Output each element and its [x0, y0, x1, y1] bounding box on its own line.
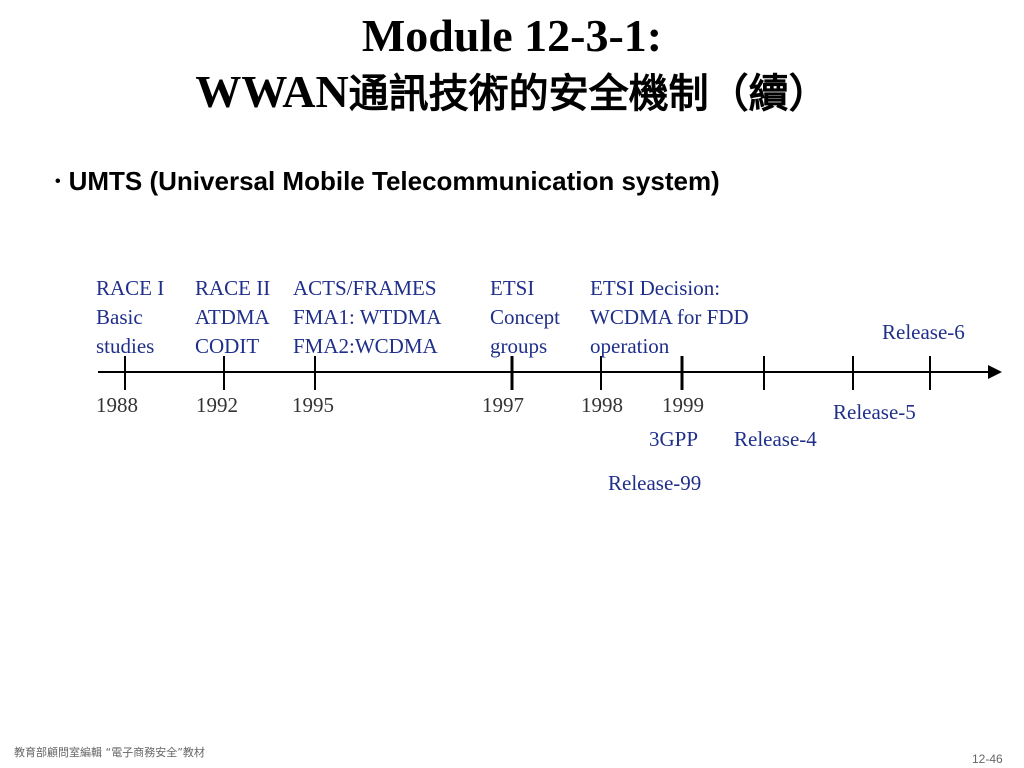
year-1995: 1995 — [292, 393, 334, 417]
bullet-item: • UMTS (Universal Mobile Telecommunicatio… — [55, 166, 720, 197]
milestone-acts-frames: ACTS/FRAMES FMA1: WTDMA FMA2:WCDMA — [293, 274, 441, 361]
milestone-race-2: RACE II ATDMA CODIT — [195, 274, 270, 361]
slide-title: Module 12-3-1: WWAN通訊技術的安全機制（續） — [0, 8, 1024, 122]
milestone-etsi-concept: ETSI Concept groups — [490, 274, 560, 361]
page-number: 12-46 — [972, 752, 1003, 766]
year-1988: 1988 — [96, 393, 138, 417]
release-6-label: Release-6 — [882, 320, 965, 344]
milestone-race-1: RACE I Basic studies — [96, 274, 164, 361]
milestone-line: FMA1: WTDMA — [293, 305, 442, 329]
milestone-line: studies — [96, 334, 155, 358]
milestone-line: ATDMA — [195, 305, 270, 329]
timeline-arrow-icon — [988, 365, 1002, 379]
release-5-label: Release-5 — [833, 400, 916, 424]
release-4-label: Release-4 — [734, 427, 817, 451]
year-1992: 1992 — [196, 393, 238, 417]
year-1998: 1998 — [581, 393, 623, 417]
milestone-line: Basic — [96, 305, 143, 329]
title-line-1: Module 12-3-1: — [361, 10, 663, 61]
bullet-text: UMTS (Universal Mobile Telecommunication… — [68, 166, 720, 196]
year-1997: 1997 — [482, 393, 524, 417]
footer-source: 教育部顧問室編輯 “電子商務安全”教材 — [14, 746, 205, 759]
milestone-line: CODIT — [195, 334, 260, 358]
milestone-line: operation — [590, 334, 670, 358]
release-99-label: Release-99 — [608, 471, 702, 495]
bullet-dot-icon: • — [55, 173, 61, 190]
milestone-line: FMA2:WCDMA — [293, 334, 438, 358]
title-latin: WWAN — [195, 66, 349, 117]
milestone-line: Concept — [490, 305, 560, 329]
title-cjk: 通訊技術的安全機制（續） — [348, 70, 829, 117]
milestone-line: RACE I — [96, 276, 165, 300]
milestone-line: ETSI — [490, 276, 535, 300]
title-line-2: WWAN通訊技術的安全機制（續） — [0, 64, 1024, 122]
milestone-line: WCDMA for FDD — [590, 305, 749, 329]
year-1999: 1999 — [662, 393, 704, 417]
milestone-line: RACE II — [195, 276, 271, 300]
milestone-line: groups — [490, 334, 548, 358]
milestone-line: ETSI Decision: — [590, 276, 721, 300]
3gpp-label: 3GPP — [649, 427, 699, 451]
milestone-etsi-decision: ETSI Decision: WCDMA for FDD operation — [590, 274, 749, 361]
milestone-line: ACTS/FRAMES — [293, 276, 437, 300]
